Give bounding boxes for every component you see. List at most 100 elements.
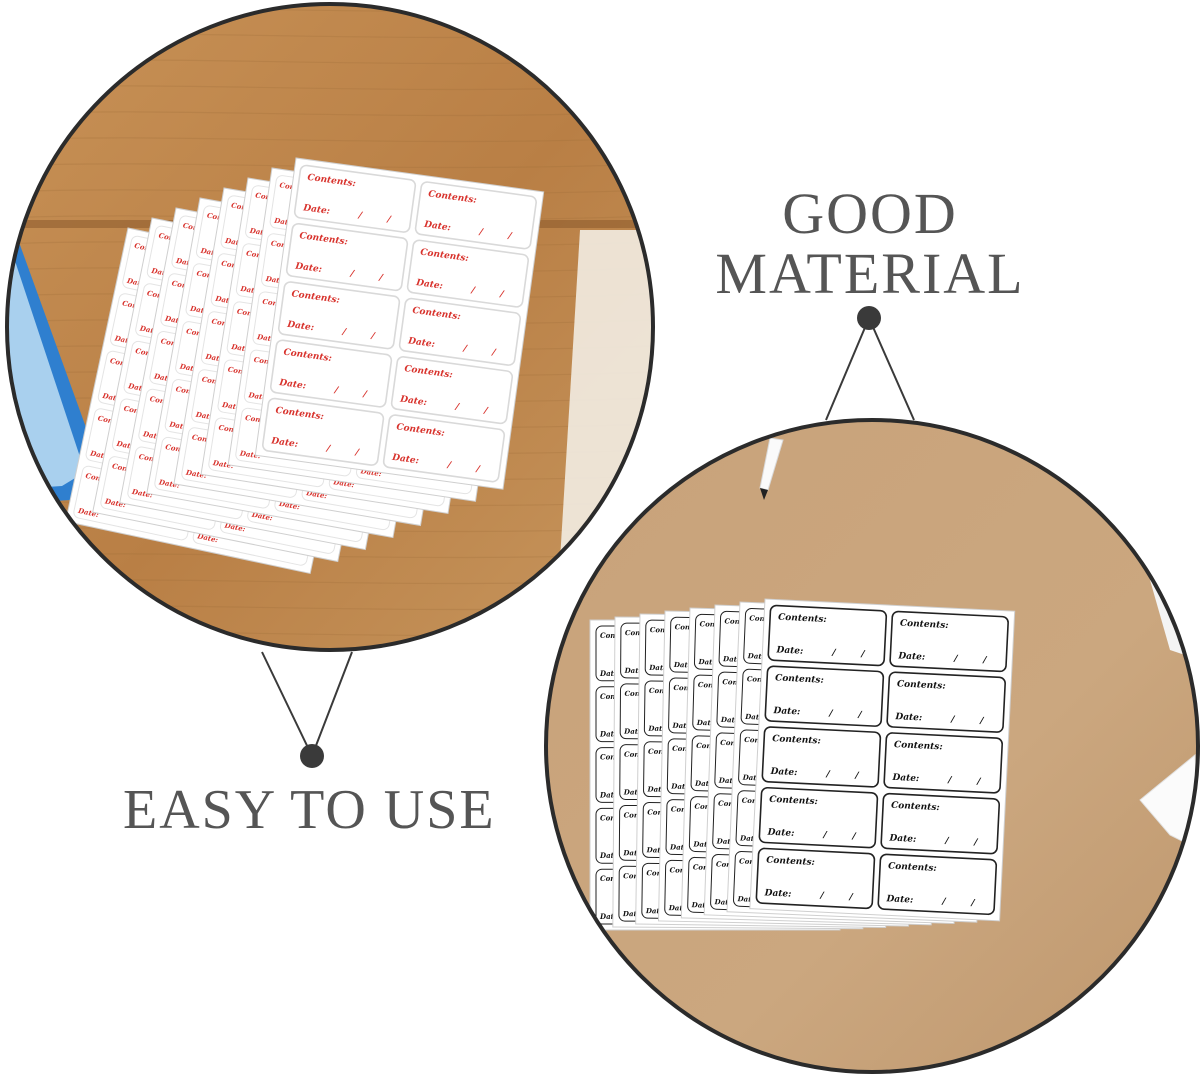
label-date-text: Date: — [722, 654, 745, 664]
label-sheet: Contents:Date://Contents:Date://Contents… — [254, 157, 545, 490]
label-contents-text: Contents: — [900, 619, 949, 631]
label-contents-text: Contents: — [897, 679, 946, 691]
label-date-text: Date: — [623, 787, 645, 796]
label-date-text: Date: — [894, 712, 922, 723]
label-date-text: Date: — [736, 894, 759, 904]
label-date-text: Date: — [744, 712, 767, 722]
label-date-text: Date: — [697, 657, 720, 667]
label-date-text: Date: — [716, 836, 739, 846]
date-separator: / — [944, 836, 950, 846]
label-date-text: Date: — [647, 724, 669, 733]
label-date-text: Date: — [399, 394, 428, 408]
label-cell — [382, 414, 506, 483]
label-date-text: Date: — [414, 278, 443, 292]
date-separator: / — [325, 444, 332, 455]
date-separator: / — [478, 227, 485, 238]
label-date-text: Date: — [599, 790, 621, 799]
label-date-text: Date: — [741, 773, 764, 783]
label-cell — [880, 792, 1001, 855]
label-date-text: Date: — [622, 848, 644, 857]
label-cell — [764, 665, 885, 727]
label-date-text: Date: — [897, 651, 925, 662]
label-cell — [758, 786, 879, 849]
pointer-dot-icon — [857, 306, 881, 330]
date-separator: / — [848, 892, 854, 902]
date-separator: / — [970, 898, 976, 908]
date-separator: / — [860, 650, 866, 660]
date-separator: / — [386, 215, 393, 226]
label-date-text: Date: — [599, 851, 621, 860]
date-separator: / — [498, 289, 505, 300]
date-separator: / — [506, 231, 513, 242]
label-date-text: Date: — [670, 782, 692, 791]
pointer-dot-icon — [300, 744, 324, 768]
date-separator: / — [822, 830, 828, 840]
label-contents-text: Contents: — [891, 801, 940, 813]
label-cell — [277, 281, 401, 350]
label-cell — [414, 181, 537, 250]
label-contents-text: Contents: — [766, 856, 815, 868]
label-date-text: Date: — [422, 220, 451, 234]
label-cell — [390, 356, 514, 425]
label-date-text: Date: — [720, 715, 743, 725]
label-contents-text: Contents: — [778, 613, 827, 625]
label-date-text: Date: — [286, 320, 315, 334]
label-date-text: Date: — [668, 903, 690, 912]
date-separator: / — [854, 771, 860, 781]
date-separator: / — [857, 710, 863, 720]
label-cell — [406, 239, 529, 308]
label-date-text: Date: — [648, 663, 670, 672]
label-date-text: Date: — [692, 839, 715, 849]
caption-material: MATERIAL — [715, 241, 1025, 306]
pen-icon — [759, 437, 784, 500]
label-sheet-fan-black: Contents: Date: Contents: Date: Contents: Dat… — [589, 598, 1016, 931]
label-cell — [761, 726, 882, 788]
label-cell — [883, 732, 1003, 794]
date-separator: / — [341, 327, 348, 338]
label-cell — [889, 610, 1009, 673]
label-date-text: Date: — [599, 912, 621, 921]
label-date-text: Date: — [763, 888, 791, 899]
photo-easy-to-use: Contents:Date:Contents:Date:Contents:Dat… — [7, 4, 653, 650]
date-separator: / — [828, 709, 834, 719]
label-date-text: Date: — [739, 833, 762, 843]
photo-frame-circle — [5, 2, 655, 652]
label-date-text: Date: — [623, 727, 645, 736]
label-date-text: Date: — [646, 785, 668, 794]
label-date-text: Date: — [672, 721, 694, 730]
date-separator: / — [354, 448, 361, 459]
label-date-text: Date: — [888, 834, 916, 845]
label-date-text: Date: — [294, 261, 323, 275]
label-cell — [398, 297, 522, 366]
date-separator: / — [979, 716, 985, 726]
label-date-text: Date: — [891, 773, 919, 784]
date-separator: / — [941, 897, 947, 907]
label-date-text: Date: — [769, 767, 797, 778]
label-date-text: Date: — [713, 897, 736, 907]
date-separator: / — [333, 385, 340, 396]
date-separator: / — [851, 832, 857, 842]
label-date-text: Date: — [406, 336, 435, 350]
label-date-text: Date: — [270, 436, 299, 450]
label-cell — [269, 339, 393, 408]
caption-easy-to-use: EASY TO USE — [123, 779, 496, 841]
label-date-text: Date: — [766, 828, 794, 839]
date-separator: / — [953, 654, 959, 664]
pointer-good-material — [825, 306, 915, 421]
label-sheet-fan-red: Contents:Date:Contents:Date:Contents:Dat… — [65, 157, 545, 575]
date-separator: / — [362, 389, 369, 400]
date-separator: / — [446, 460, 453, 471]
date-separator: / — [491, 348, 498, 359]
label-cell — [877, 853, 998, 916]
date-separator: / — [378, 273, 385, 284]
label-date-text: Date: — [775, 645, 803, 656]
date-separator: / — [357, 211, 364, 222]
date-separator: / — [950, 715, 956, 725]
label-date-text: Date: — [772, 706, 800, 717]
label-date-text: Date: — [278, 378, 307, 392]
date-separator: / — [475, 464, 482, 475]
label-sheet: Contents: Date: / / Contents: Date: / / Contents… — [749, 598, 1016, 922]
label-cell — [262, 397, 385, 466]
